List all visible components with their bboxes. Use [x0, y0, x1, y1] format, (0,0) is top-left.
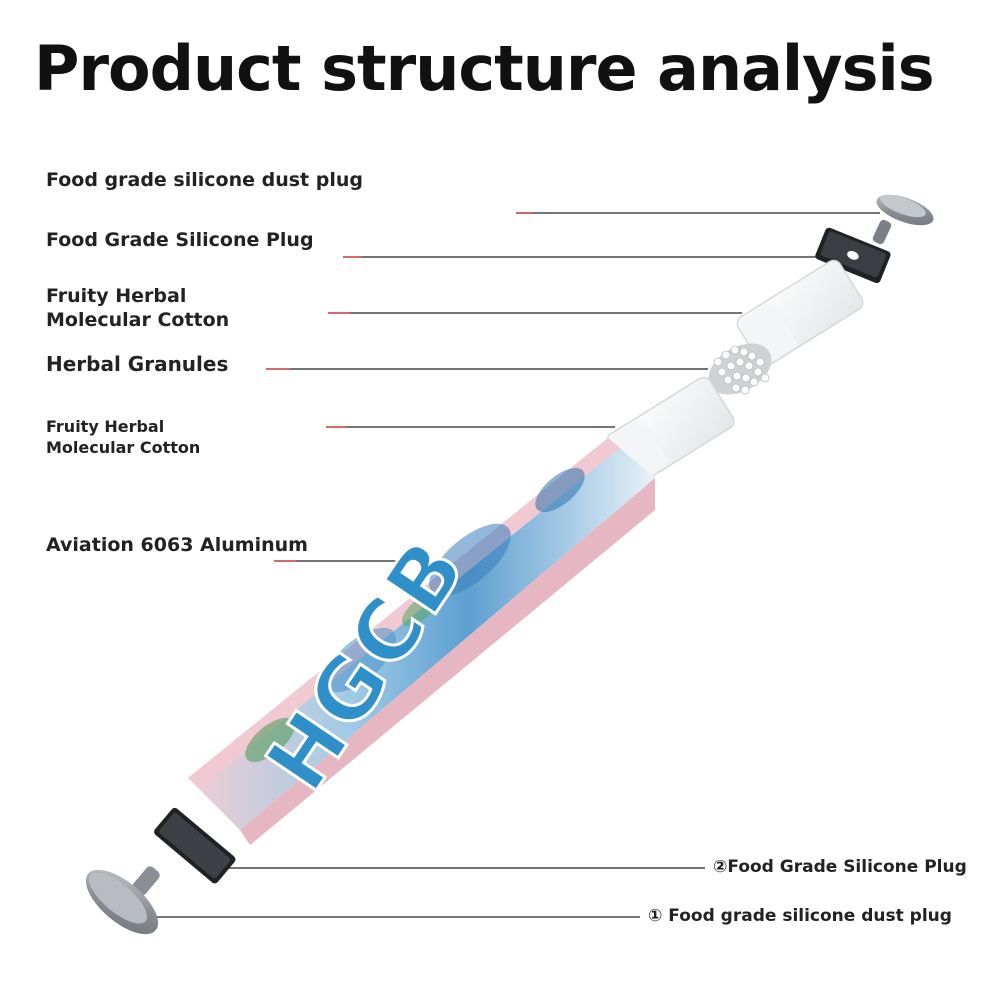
label-dust-plug-top: Food grade silicone dust plug — [46, 169, 363, 191]
label-cotton-bottom-line1: Fruity Herbal — [46, 417, 165, 436]
aluminum-tube-part — [188, 438, 655, 845]
leader-lines — [155, 212, 880, 918]
label-dust-plug-bottom: ① Food grade silicone dust plug — [648, 906, 952, 926]
silicone-plug-top-part — [815, 227, 891, 284]
label-silicone-plug-bottom: ②Food Grade Silicone Plug — [713, 857, 967, 877]
label-cotton-top-line2: Molecular Cotton — [46, 308, 230, 331]
label-cotton-top: Fruity Herbal Molecular Cotton — [46, 285, 229, 333]
dust-plug-bottom-part — [85, 866, 160, 935]
label-cotton-top-line1: Fruity Herbal — [46, 285, 187, 307]
label-herbal-granules: Herbal Granules — [46, 352, 229, 376]
silicone-plug-bottom-part — [154, 807, 236, 884]
herbal-granules-part — [708, 343, 772, 395]
leader-accents — [266, 212, 532, 562]
label-cotton-bottom-line2: Molecular Cotton — [46, 437, 201, 457]
label-aluminum: Aviation 6063 Aluminum — [46, 534, 308, 556]
page-title: Product structure analysis — [34, 32, 935, 105]
label-silicone-plug-top: Food Grade Silicone Plug — [46, 229, 314, 251]
dust-plug-top-part — [872, 194, 934, 245]
label-cotton-bottom: Fruity Herbal Molecular Cotton — [46, 417, 200, 459]
